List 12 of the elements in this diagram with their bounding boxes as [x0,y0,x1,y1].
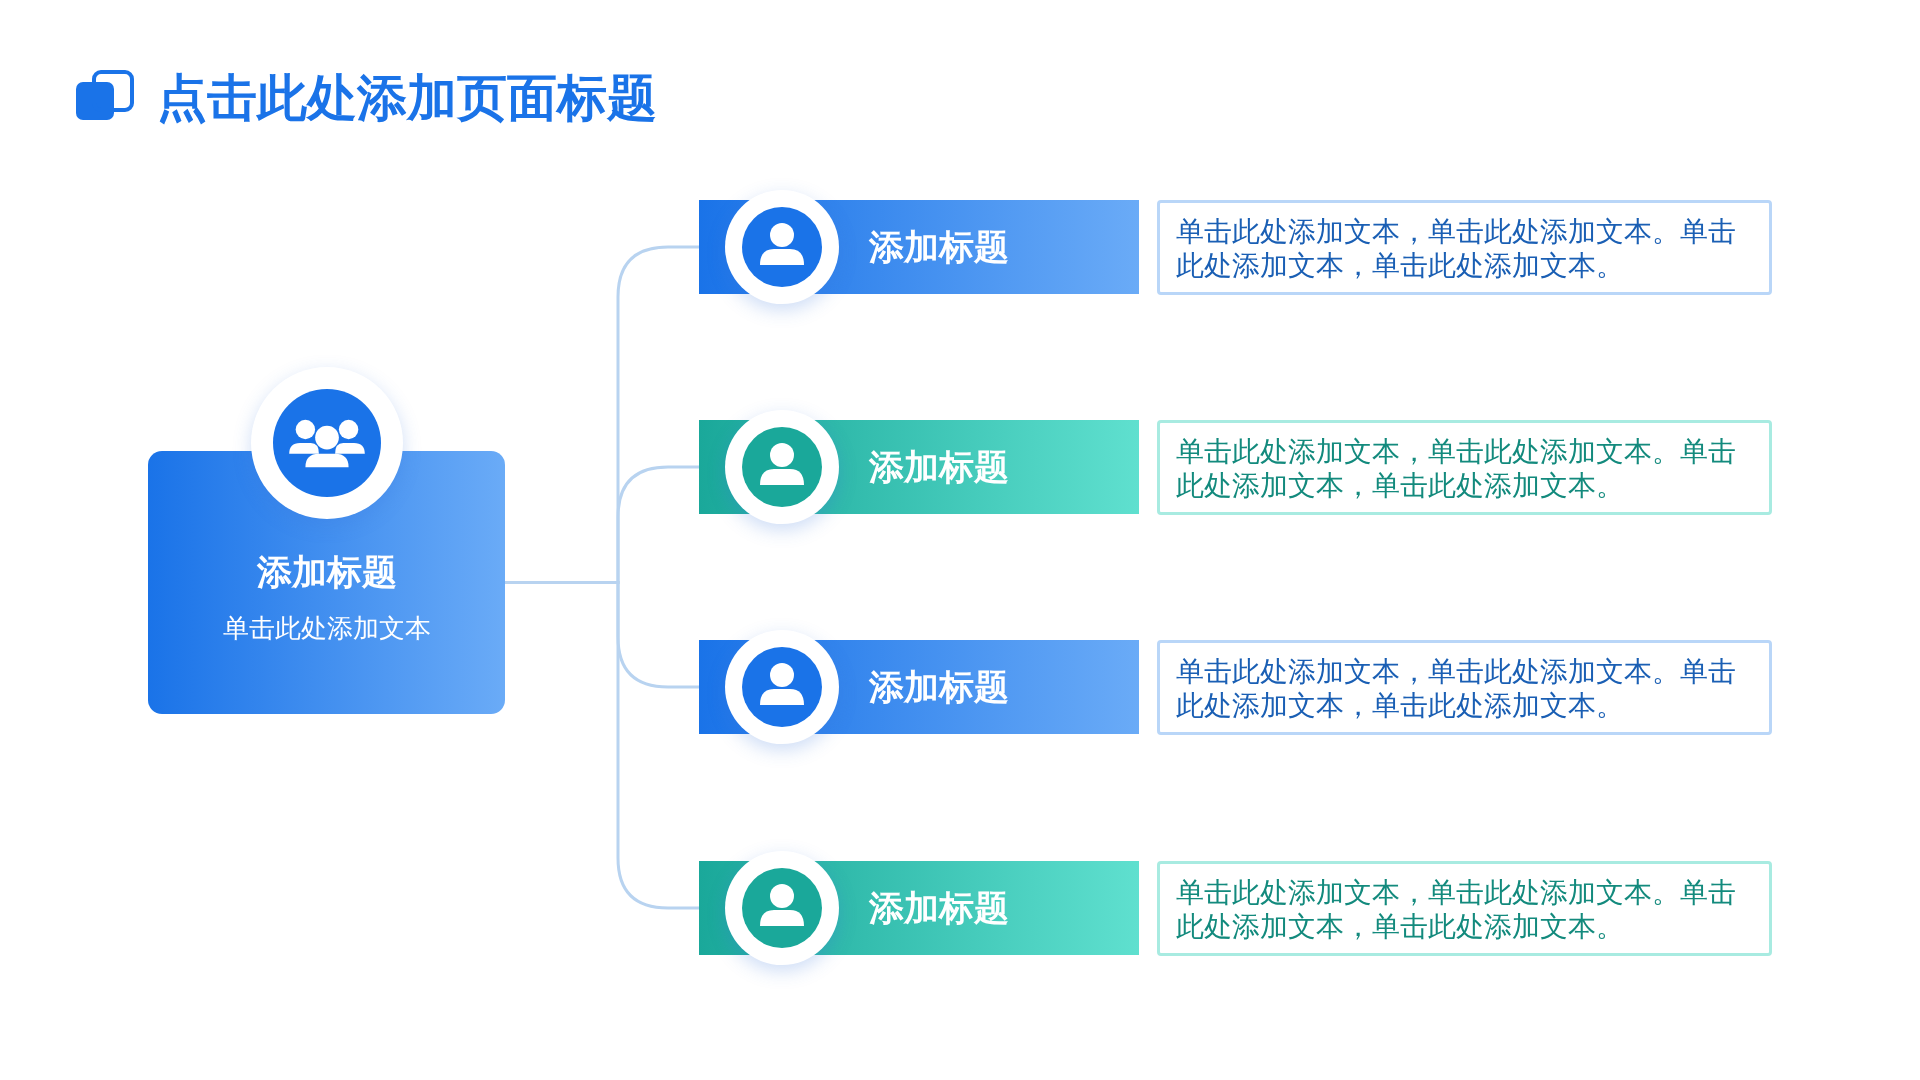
text-box: 单击此处添加文本，单击此处添加文本。单击此处添加文本，单击此处添加文本。 [1157,861,1772,956]
connector-line [505,581,699,910]
bar-title: 添加标题 [869,226,1009,269]
bar-title: 添加标题 [869,446,1009,489]
text-box: 单击此处添加文本，单击此处添加文本。单击此处添加文本，单击此处添加文本。 [1157,640,1772,735]
text-box: 单击此处添加文本，单击此处添加文本。单击此处添加文本，单击此处添加文本。 [1157,420,1772,515]
bar-title: 添加标题 [869,887,1009,930]
card-subtitle: 单击此处添加文本 [221,612,432,645]
bar-title: 添加标题 [869,666,1009,709]
text-box: 单击此处添加文本，单击此处添加文本。单击此处添加文本，单击此处添加文本。 [1157,200,1772,295]
card-title: 添加标题 [255,551,398,594]
page-title: 点击此处添加页面标题 [157,68,657,129]
